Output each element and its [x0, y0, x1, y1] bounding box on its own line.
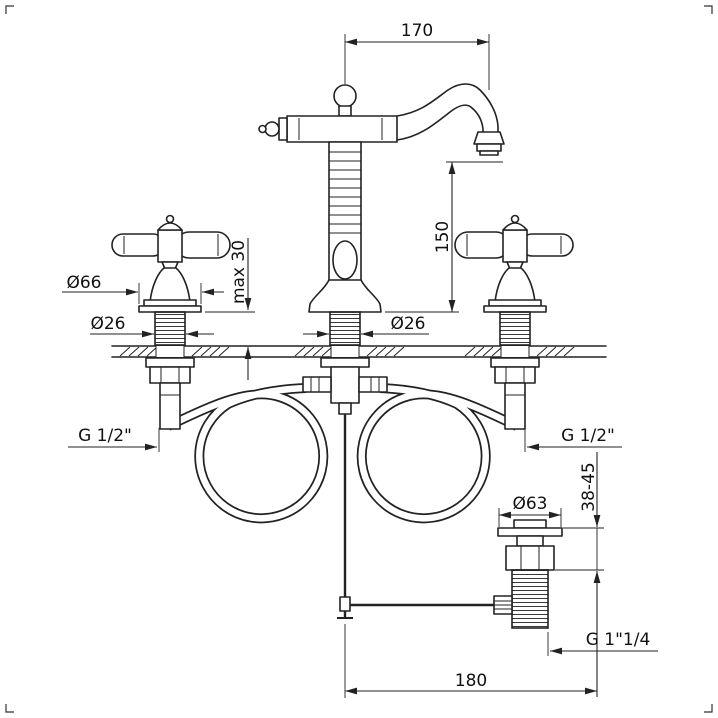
locknut	[149, 366, 191, 384]
dimensions: 170 150 max 30 Ø66 Ø26 Ø26 G 1/2" G 1/2"	[62, 21, 658, 698]
dim-handle-diameter-66: Ø66	[66, 273, 101, 293]
spout-upper-curve	[396, 83, 499, 133]
spout-lower-curve	[396, 104, 484, 141]
left-hose-core	[166, 384, 327, 522]
lever-arm-right	[175, 231, 231, 259]
dim-spout-reach-170: 170	[401, 21, 433, 41]
crop-mark-bottom-right	[704, 704, 713, 713]
crop-mark-top-right	[704, 5, 713, 14]
tee-left-port	[302, 376, 332, 393]
crop-mark-top-left	[5, 5, 14, 14]
dim-waste-range-38-45: 38-45	[579, 462, 599, 511]
rod-coupler	[338, 402, 352, 415]
dim-spout-height-150: 150	[433, 221, 453, 253]
waste-flange	[497, 527, 563, 537]
finial-neck	[338, 105, 352, 117]
crosspiece-end-tip	[258, 124, 267, 134]
aerator-body	[476, 143, 502, 152]
crop-marks	[5, 5, 713, 713]
dim-waste-offset-180: 180	[455, 671, 487, 691]
spout-crosspiece	[286, 115, 398, 143]
aerator-tip	[479, 150, 499, 156]
crosspiece-end-knob	[264, 121, 280, 137]
base-ring-upper	[143, 299, 197, 307]
under-deck-flange	[145, 357, 195, 368]
center-flange	[320, 357, 370, 368]
spout-finial-ball	[333, 84, 357, 108]
under-deck-tee	[302, 357, 494, 619]
column-rib-lines	[329, 151, 361, 234]
rod-clamp	[339, 596, 351, 612]
dim-handle-shank-26: Ø26	[90, 314, 125, 334]
handle-threaded-shank	[154, 311, 186, 346]
body-base-flare	[308, 279, 382, 313]
right-hose	[356, 383, 520, 524]
handle-bell-base	[149, 267, 191, 303]
deck-cutout-center	[331, 346, 359, 357]
lever-hub	[157, 229, 183, 263]
crop-mark-bottom-left	[5, 704, 14, 713]
spout-assembly	[258, 83, 505, 357]
label-left-connection: G 1/2"	[78, 426, 132, 446]
left-hose	[165, 383, 329, 524]
body-threaded-shank	[329, 311, 361, 346]
left-handle	[111, 214, 231, 430]
label-right-connection: G 1/2"	[561, 426, 615, 446]
drain-assembly	[493, 519, 563, 629]
hub-finial	[165, 214, 175, 224]
dim-waste-flange-63: Ø63	[512, 494, 547, 514]
deck-cutout	[156, 346, 184, 357]
waste-plug-cap	[513, 519, 547, 529]
aerator-flare	[473, 131, 505, 145]
inlet-tail	[159, 382, 181, 430]
dim-body-shank-26: Ø26	[390, 314, 425, 334]
right-hose-core	[358, 384, 519, 522]
label-waste-thread: G 1"1/4	[586, 630, 651, 650]
waste-threaded-tail	[511, 569, 549, 629]
deck-hatching	[119, 346, 575, 357]
lever-arm-left	[111, 233, 165, 257]
waste-neck	[516, 535, 544, 547]
hub-dome	[157, 222, 183, 231]
tee-body	[330, 366, 360, 404]
crosspiece-end-disc	[278, 117, 288, 141]
waste-locknut	[505, 545, 555, 571]
right-handle	[454, 214, 574, 430]
tee-right-port	[358, 376, 388, 393]
dim-max-deck-30: max 30	[229, 240, 249, 304]
base-ring-lower	[138, 305, 202, 313]
popup-knob	[332, 240, 358, 280]
ball-joint-knurl	[494, 600, 512, 610]
